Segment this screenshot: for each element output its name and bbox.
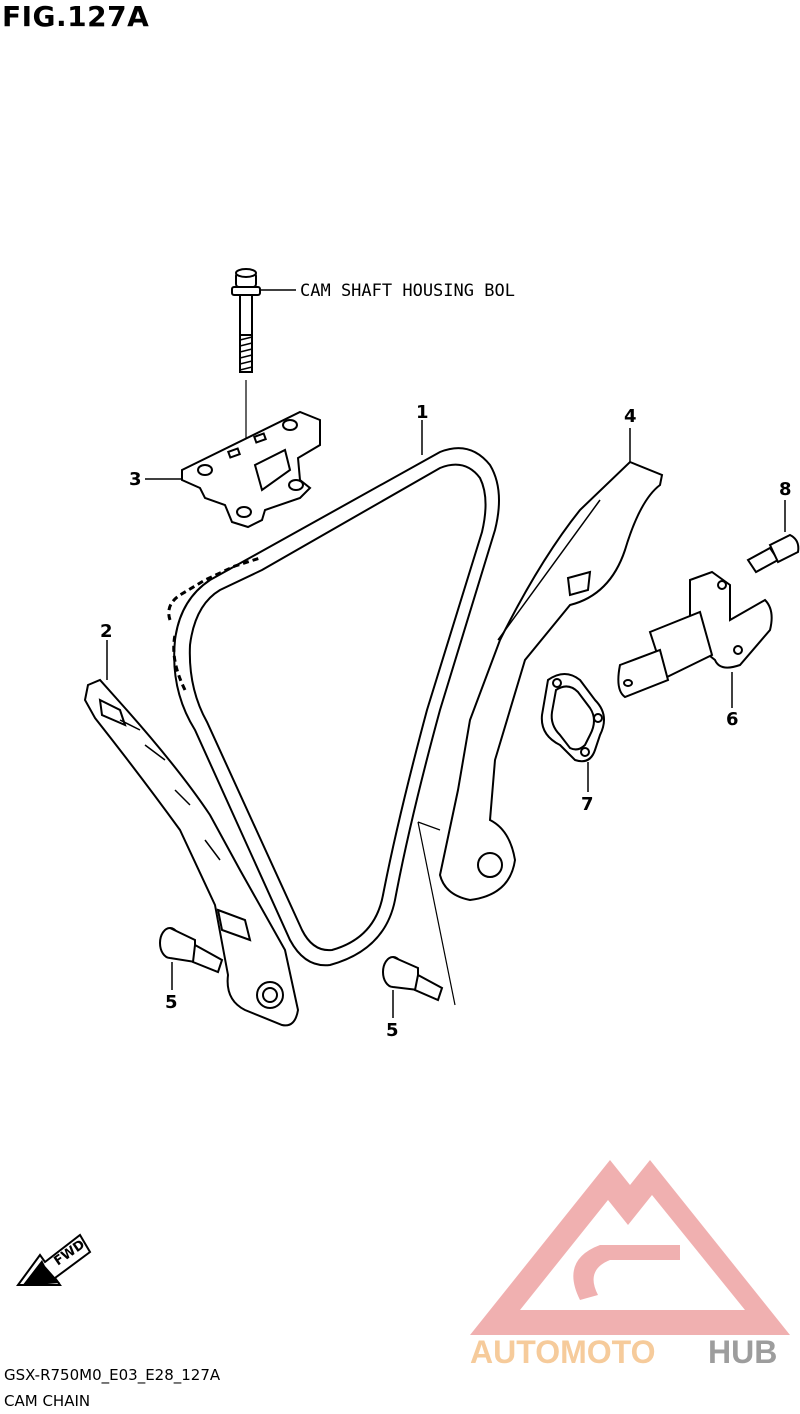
callout-4: 4 — [624, 406, 637, 427]
callout-1: 1 — [416, 402, 429, 423]
bolt-note-label: CAM SHAFT HOUSING BOL — [300, 281, 515, 301]
part-5-pivot-bolt-left — [159, 927, 224, 974]
callout-7: 7 — [581, 794, 594, 815]
part-4-chain-guide — [438, 460, 664, 902]
footer-part-name: CAM CHAIN — [4, 1392, 91, 1410]
watermark-text-2: HUB — [708, 1334, 777, 1370]
part-8-bolt — [746, 533, 800, 574]
part-5-pivot-bolt-right — [382, 956, 444, 1002]
part-3-guide-bracket — [181, 410, 321, 529]
figure-title: FIG.127A — [2, 0, 150, 33]
part-7-gasket — [540, 673, 605, 763]
watermark-text-1: AUTOMOTO — [470, 1334, 655, 1370]
callout-8: 8 — [779, 479, 792, 500]
callout-5b: 5 — [386, 1020, 399, 1041]
camshaft-housing-bolt — [231, 268, 296, 510]
callout-6: 6 — [726, 709, 739, 730]
part-2-tensioner-guide — [83, 678, 300, 1027]
callout-5a: 5 — [165, 992, 178, 1013]
part-1-cam-chain — [167, 447, 500, 967]
fwd-arrow-icon: FWD — [16, 1233, 92, 1286]
watermark-logo: AUTOMOTO HUB — [470, 1160, 790, 1370]
callout-3: 3 — [129, 469, 142, 490]
footer-part-code: GSX-R750M0_E03_E28_127A — [4, 1366, 221, 1384]
callout-2: 2 — [100, 621, 113, 642]
part-6-tensioner-adjuster — [617, 570, 773, 699]
